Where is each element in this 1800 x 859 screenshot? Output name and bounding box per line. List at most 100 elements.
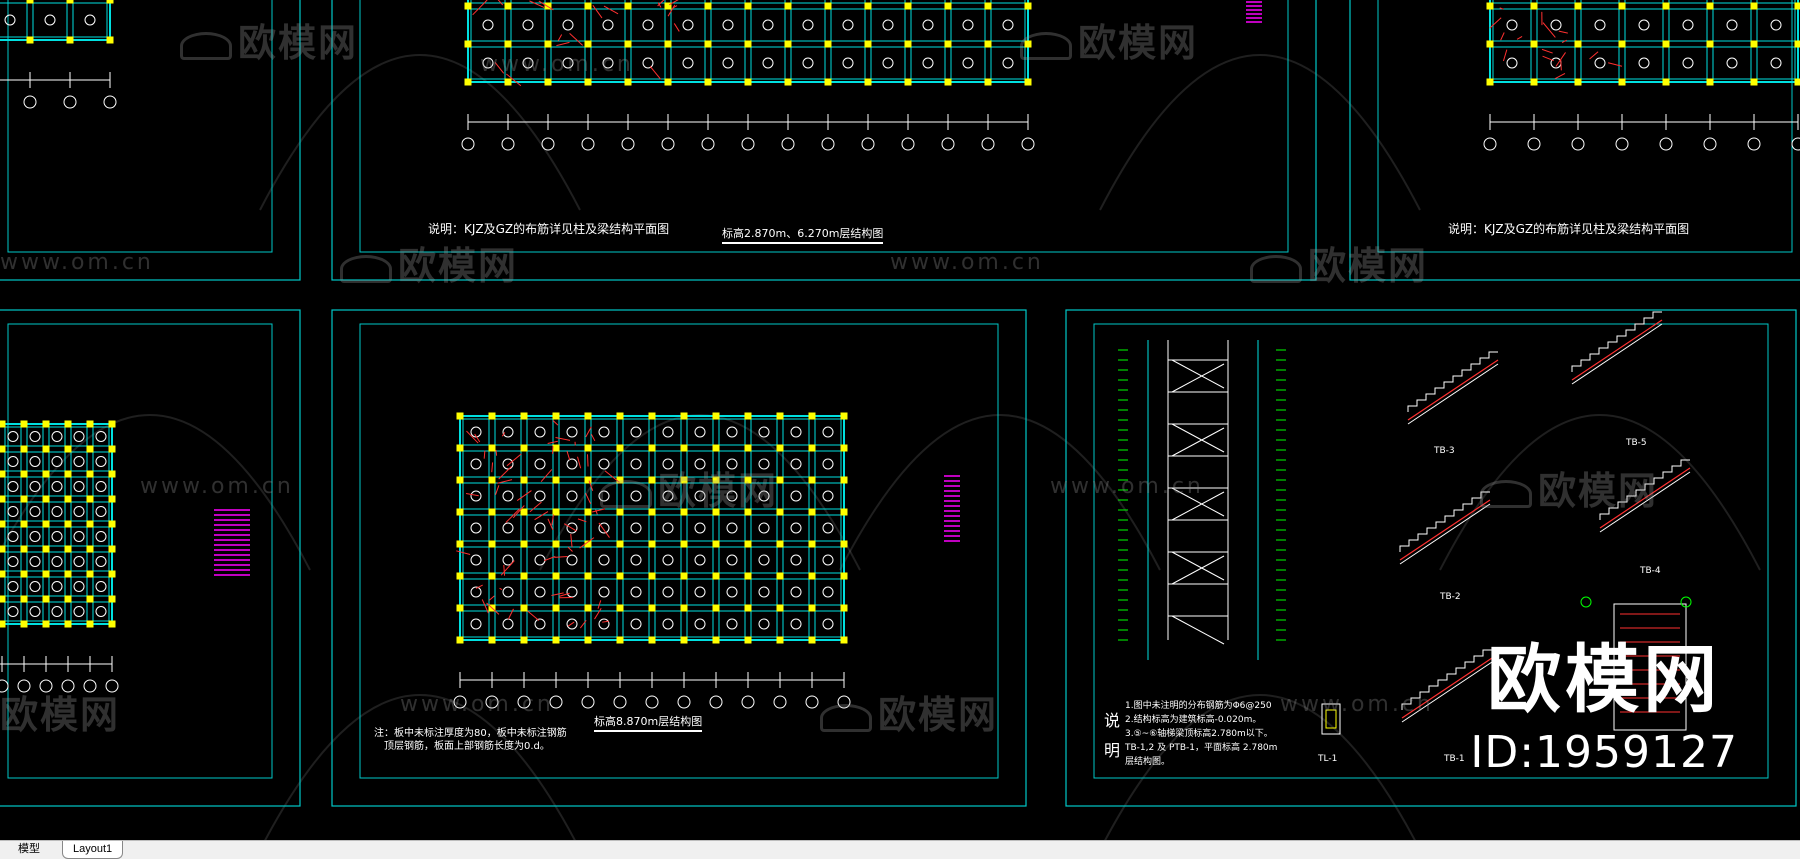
plan-top-middle-bay	[831, 9, 865, 41]
plan-bottom-left-bay-marker	[8, 482, 18, 492]
plan-bottom-middle-bay-marker	[791, 459, 801, 469]
plan-bottom-middle-column	[457, 637, 463, 643]
plan-bottom-middle-bay	[783, 579, 809, 605]
tab-model[interactable]: 模型	[8, 841, 50, 858]
plan-top-middle-axis-bubble	[982, 138, 994, 150]
plan-bottom-middle-bay	[687, 515, 713, 541]
plan-top-middle-column	[1025, 41, 1031, 47]
plan-top-right-rebar	[1590, 52, 1599, 59]
plan-top-middle-column	[985, 41, 991, 47]
plan-top-middle-bay-marker	[563, 58, 573, 68]
plan-top-middle-bay	[991, 9, 1025, 41]
plan-bottom-middle-column	[457, 477, 463, 483]
plan-top-right-column	[1663, 3, 1669, 9]
plan-bottom-middle-column	[681, 413, 687, 419]
plan-bottom-left-bay	[71, 452, 87, 471]
plan-top-right-rebar	[1543, 23, 1555, 38]
stair-note-4: TB-1,2 及 PTB-1，平面标高 2.780m	[1125, 740, 1277, 753]
plan-bottom-middle-rebar	[500, 588, 503, 589]
plan-bottom-middle-column	[713, 445, 719, 451]
stair-note-2: 2.结构标高为建筑标高-0.020m。	[1125, 712, 1261, 725]
plan-bottom-middle-column	[713, 541, 719, 547]
plan-top-left-column	[67, 0, 73, 3]
plan-bottom-middle-axis-bubble	[614, 696, 626, 708]
plan-top-middle-bay-marker	[843, 58, 853, 68]
plan-bottom-middle-bay	[655, 515, 681, 541]
plan-bottom-middle-bay-marker	[759, 555, 769, 565]
plan-top-middle-column	[905, 41, 911, 47]
plan-bottom-middle-bay	[495, 419, 521, 445]
tab-layout1[interactable]: Layout1	[62, 841, 123, 859]
plan-top-left-axis-bubble	[24, 96, 36, 108]
plan-top-middle-bay	[831, 47, 865, 79]
stair-detail-tb3-slab	[1408, 364, 1498, 424]
plan-bottom-left-column	[65, 571, 71, 577]
plan-top-middle-bay-marker	[643, 58, 653, 68]
plan-bottom-middle-column	[489, 445, 495, 451]
plan-bottom-middle-bay-marker	[567, 491, 577, 501]
plan-bottom-middle-bay-marker	[759, 523, 769, 533]
plan-bottom-middle-bay-marker	[823, 459, 833, 469]
plan-top-middle-bay	[471, 9, 505, 41]
plan-top-right-bay-marker	[1595, 58, 1605, 68]
plan-bottom-middle-bay	[527, 579, 553, 605]
plan-bottom-middle-bay-marker	[503, 491, 513, 501]
stair-detail-tb3	[1408, 352, 1498, 412]
plan-bottom-middle-column	[521, 637, 527, 643]
plan-top-right-column	[1619, 41, 1625, 47]
plan-top-middle-column	[625, 41, 631, 47]
plan-top-middle-axis-bubble	[662, 138, 674, 150]
plan-bottom-middle-column	[649, 445, 655, 451]
plan-bottom-middle-column	[777, 413, 783, 419]
plan-top-middle-bay	[911, 0, 945, 3]
plan-top-right-column	[1751, 41, 1757, 47]
plan-bottom-middle-bay	[783, 483, 809, 509]
plan-bottom-left-bay-marker	[74, 532, 84, 542]
plan-bottom-middle-column	[713, 413, 719, 419]
plan-bottom-middle-column	[521, 413, 527, 419]
plan-bottom-middle-column	[681, 573, 687, 579]
plan-bottom-left-bay	[93, 577, 109, 596]
plan-bottom-left-bay	[49, 602, 65, 621]
plan-bottom-left-bay-marker	[52, 607, 62, 617]
plan-bottom-middle-rebar	[507, 454, 521, 466]
plan-top-middle-bay	[911, 9, 945, 41]
plan-bottom-middle-bay	[751, 611, 777, 637]
plan-top-left-column	[107, 37, 113, 43]
plan-top-middle-bay	[951, 0, 985, 3]
plan-top-right-rebar	[1490, 18, 1501, 28]
plan-top-right-axis-bubble	[1748, 138, 1760, 150]
plan-bottom-middle-bay-marker	[695, 523, 705, 533]
plan-bottom-middle-bay	[655, 547, 681, 573]
plan-bottom-left-column	[21, 546, 27, 552]
plan-bottom-middle-column	[841, 413, 847, 419]
plan-top-middle-bay-marker	[763, 58, 773, 68]
plan-bottom-middle-bay-marker	[535, 523, 545, 533]
plan-bottom-middle-bay-marker	[759, 459, 769, 469]
plan-top-middle-column	[825, 3, 831, 9]
plan-bottom-middle-bay	[815, 579, 841, 605]
plan-bottom-middle-column	[777, 477, 783, 483]
plan-bottom-middle-bay-marker	[823, 491, 833, 501]
plan-bottom-middle-bay-marker	[759, 491, 769, 501]
plan-bottom-middle-bay-marker	[791, 523, 801, 533]
plan-bottom-left-column	[21, 471, 27, 477]
plan-bottom-middle-column	[777, 509, 783, 515]
stair-flight	[1172, 428, 1224, 456]
plan-top-middle-column	[705, 41, 711, 47]
plan-bottom-middle-bay	[623, 547, 649, 573]
plan-top-right-rebar	[1501, 33, 1505, 41]
stair-detail-tb5-slab	[1572, 324, 1662, 384]
plan-bottom-middle-bay-marker	[535, 427, 545, 437]
plan-bottom-middle-column	[841, 605, 847, 611]
plan-bottom-left-column	[0, 421, 5, 427]
plan-top-middle-bay	[591, 47, 625, 79]
cad-drawing-canvas[interactable]: 说明：KJZ及GZ的布筋详见柱及梁结构平面图 标高2.870m、6.270m层结…	[0, 0, 1800, 840]
plan-top-middle-axis-bubble	[902, 138, 914, 150]
plan-top-middle-column	[665, 79, 671, 85]
plan-bottom-left-bay-marker	[52, 507, 62, 517]
stair-detail-tb2-slab	[1400, 504, 1490, 564]
plan-bottom-middle-bay	[623, 451, 649, 477]
plan-bottom-middle-bay-marker	[567, 587, 577, 597]
plan-bottom-middle-bay-marker	[663, 587, 673, 597]
